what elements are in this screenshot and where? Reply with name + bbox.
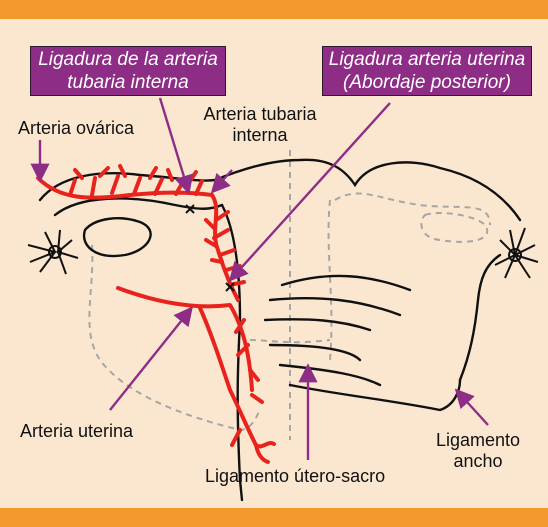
callout-ligadura-uterina: Ligadura arteria uterina (Abordaje poste… bbox=[322, 46, 532, 96]
label-ligamento-ancho-line1: Ligamento bbox=[428, 430, 528, 451]
label-arteria-tubaria-line1: Arteria tubaria bbox=[184, 104, 336, 125]
callout-ligadura-tubaria-line2: tubaria interna bbox=[35, 71, 221, 94]
label-arteria-uterina: Arteria uterina bbox=[20, 421, 133, 442]
label-arteria-ovarica: Arteria ovárica bbox=[18, 118, 134, 139]
label-ligamento-ancho: Ligamento ancho bbox=[428, 430, 528, 472]
label-ligamento-utero-sacro: Ligamento útero-sacro bbox=[205, 466, 385, 487]
label-arteria-tubaria-line2: interna bbox=[184, 125, 336, 146]
arrow-ligamento-ancho bbox=[458, 392, 488, 425]
arrow-arteria-uterina bbox=[110, 310, 190, 410]
label-ligamento-ancho-line2: ancho bbox=[428, 451, 528, 472]
callout-ligadura-uterina-line1: Ligadura arteria uterina bbox=[327, 48, 527, 71]
callout-ligadura-tubaria-line1: Ligadura de la arteria bbox=[35, 48, 221, 71]
label-arteria-tubaria-interna: Arteria tubaria interna bbox=[184, 104, 336, 146]
callout-ligadura-tubaria: Ligadura de la arteria tubaria interna bbox=[30, 46, 226, 96]
right-fimbriae bbox=[495, 228, 538, 278]
left-fimbriae bbox=[28, 230, 78, 274]
callout-ligadura-uterina-line2: (Abordaje posterior) bbox=[327, 71, 527, 94]
